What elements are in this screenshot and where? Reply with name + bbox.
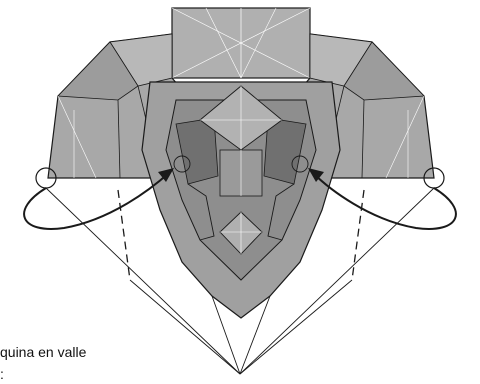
caption-line-1: quina en valle <box>0 344 86 360</box>
top-flap <box>172 8 310 78</box>
central-head <box>142 82 340 318</box>
caption-line-2: : <box>0 366 4 382</box>
